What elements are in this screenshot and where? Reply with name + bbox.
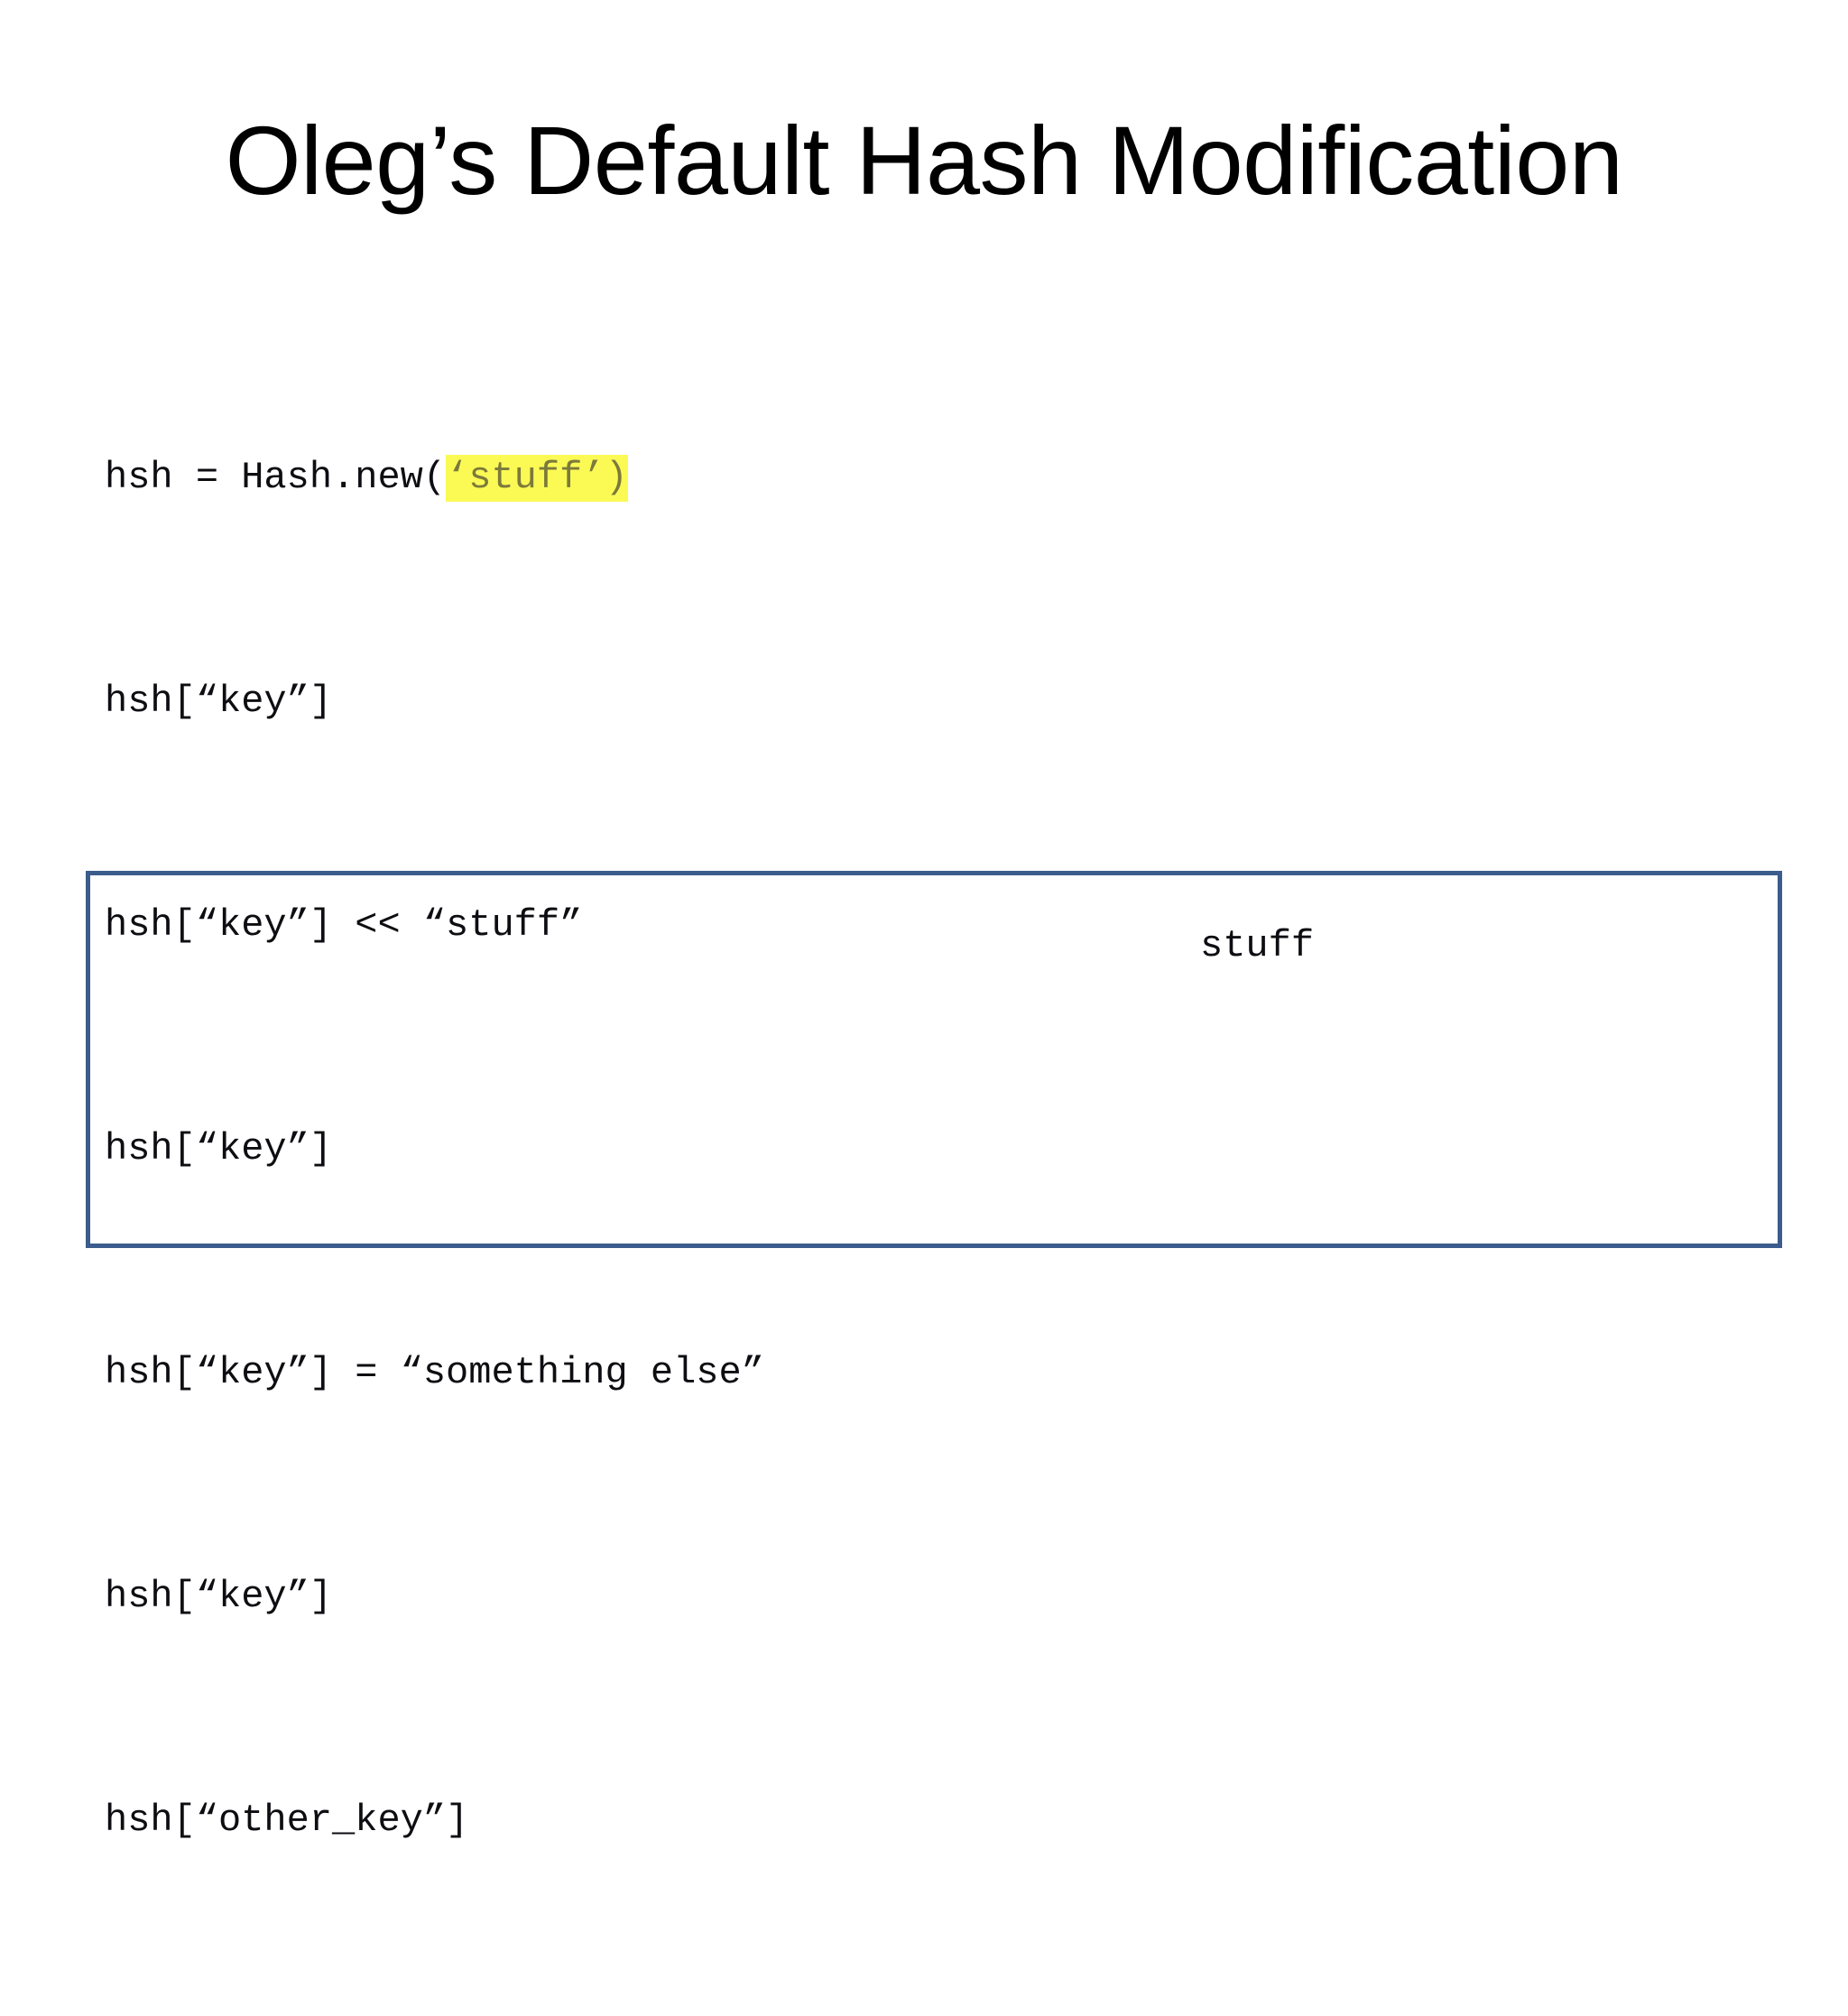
code-line-text: hsh[“key”]	[105, 1575, 333, 1618]
code-line: hsh = Hash.new(‘stuff’)	[105, 449, 764, 505]
answer-box	[86, 871, 1782, 1248]
code-line-text: hsh[“key”]	[105, 680, 333, 723]
code-line: hsh[“key”]	[105, 673, 764, 729]
slide-canvas: Oleg’s Default Hash Modification hsh = H…	[86, 106, 1782, 1842]
code-line: hsh[“key”] = “something else”	[105, 1345, 764, 1401]
code-line-text: hsh[“key”] << “stuff”	[105, 903, 583, 947]
answer-box-output-text: stuff	[1200, 924, 1315, 967]
page-title: Oleg’s Default Hash Modification	[225, 106, 1623, 215]
code-highlight: ‘stuff’)	[446, 455, 628, 502]
code-line-text: hsh = Hash.new(	[105, 456, 447, 499]
code-line-text: hsh[“key”] = “something else”	[105, 1351, 764, 1394]
code-line: hsh[“key”] << “stuff”	[105, 897, 764, 953]
code-line-text: hsh[“other_key”]	[105, 1799, 469, 1842]
code-line-text: hsh[“key”]	[105, 1127, 333, 1170]
code-line: hsh[“other_key”]	[105, 1792, 764, 1848]
code-line: hsh[“key”]	[105, 1121, 764, 1177]
code-line: hsh[“key”]	[105, 1568, 764, 1624]
